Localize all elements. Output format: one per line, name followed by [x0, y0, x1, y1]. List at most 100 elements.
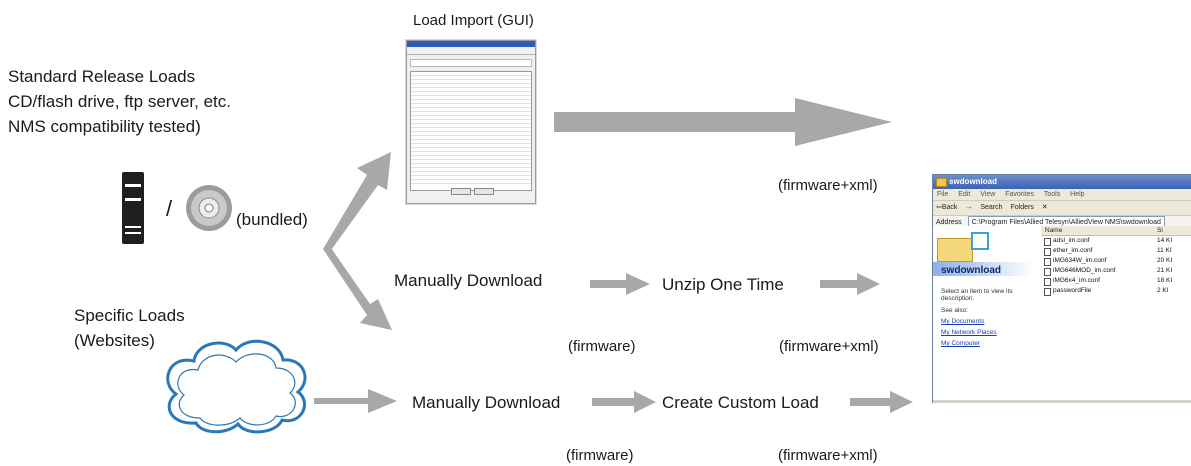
column-size[interactable]: Si	[1157, 227, 1163, 234]
thumbnail-row	[411, 88, 531, 92]
file-name: iMG6x4_im.conf	[1053, 277, 1100, 284]
server-icon	[122, 172, 144, 244]
thumbnail-row	[411, 112, 531, 116]
folder-overlay-icon	[971, 232, 989, 250]
thumbnail-row	[411, 120, 531, 124]
thumbnail-row	[411, 172, 531, 176]
search-button[interactable]: Search	[980, 204, 1003, 211]
thumbnail-row	[411, 168, 531, 172]
specific-loads-title: Specific Loads	[74, 306, 185, 325]
standard-loads-title: Standard Release Loads	[8, 67, 196, 86]
file-row[interactable]: adsl_im.conf 14 KI	[1041, 236, 1191, 246]
menu-help[interactable]: Help	[1070, 191, 1085, 198]
explorer-title-bar: swdownload	[933, 175, 1191, 189]
menu-view[interactable]: View	[980, 191, 996, 198]
load-import-label: Load Import (GUI)	[413, 12, 534, 29]
link-my-documents[interactable]: My Documents	[941, 318, 985, 325]
forward-button[interactable]: →	[965, 204, 973, 211]
arrow-to-explorer	[554, 98, 892, 146]
bundled-label: (bundled)	[236, 210, 308, 229]
thumbnail-row	[411, 96, 531, 100]
arrow-cloud-to-download	[314, 389, 397, 413]
explorer-task-pane: swdownload Select an item to view its de…	[933, 226, 1033, 403]
standard-loads-sources: CD/flash drive, ftp server, etc.	[8, 92, 231, 111]
manually-download-label-1: Manually Download	[394, 271, 543, 290]
specific-loads-subtitle: (Websites)	[74, 331, 155, 350]
load-import-gui-thumbnail	[406, 40, 536, 204]
thumbnail-row	[411, 84, 531, 88]
thumbnail-row	[411, 124, 531, 128]
folders-button[interactable]: Folders	[1010, 204, 1034, 211]
task-pane-description: Select an item to view its description.	[941, 288, 1013, 302]
file-name: ether_im.conf	[1053, 247, 1093, 254]
arrow-download-to-unzip	[590, 273, 650, 295]
file-size: 18 KI	[1157, 277, 1173, 284]
branch-to-load-import	[323, 152, 391, 253]
task-pane-title: swdownload	[941, 265, 1001, 276]
menu-file[interactable]: File	[937, 191, 949, 198]
link-my-network-places[interactable]: My Network Places	[941, 329, 997, 336]
thumbnail-row	[411, 100, 531, 104]
thumbnail-row	[411, 92, 531, 96]
thumbnail-row	[411, 140, 531, 144]
disc-icon	[186, 185, 232, 231]
file-list-header: Name Si	[1041, 226, 1191, 236]
see-also-label: See also:	[941, 307, 969, 314]
thumbnail-row	[411, 156, 531, 160]
firmware-xml-label-bottom: (firmware+xml)	[778, 447, 878, 464]
menu-favorites[interactable]: Favorites	[1005, 191, 1035, 198]
thumbnail-row	[411, 128, 531, 132]
arrow-download-to-custom	[592, 391, 656, 413]
manually-download-label-2: Manually Download	[412, 393, 561, 412]
thumbnail-row	[411, 176, 531, 180]
slash-separator: /	[166, 196, 173, 221]
explorer-title: swdownload	[949, 177, 997, 186]
menu-tools[interactable]: Tools	[1043, 191, 1061, 198]
thumbnail-row	[411, 164, 531, 168]
thumbnail-row	[411, 116, 531, 120]
file-row[interactable]: iMG646MOD_im.conf 21 KI	[1041, 266, 1191, 276]
link-my-computer[interactable]: My Computer	[941, 340, 981, 347]
back-button[interactable]: ⇦Back	[936, 204, 958, 211]
file-row[interactable]: iMG6x4_im.conf 18 KI	[1041, 276, 1191, 286]
create-custom-load-label: Create Custom Load	[662, 393, 819, 412]
firmware-label-2: (firmware)	[566, 447, 634, 464]
column-name[interactable]: Name	[1045, 227, 1063, 234]
arrow-custom-to-explorer	[850, 391, 913, 413]
file-size: 14 KI	[1157, 237, 1173, 244]
firmware-label-1: (firmware)	[568, 338, 636, 355]
firmware-xml-label-mid: (firmware+xml)	[779, 338, 879, 355]
file-size: 21 KI	[1157, 267, 1173, 274]
thumbnail-row	[411, 80, 531, 84]
branch-to-manual-download	[323, 245, 392, 330]
thumbnail-row	[411, 72, 531, 76]
explorer-body: swdownload Select an item to view its de…	[933, 226, 1191, 403]
thumbnail-row	[411, 152, 531, 156]
thumbnail-row	[411, 132, 531, 136]
large-folder-icon	[937, 238, 973, 262]
address-label: Address	[936, 219, 962, 226]
cloud-icon	[166, 339, 307, 434]
thumbnail-row	[411, 136, 531, 140]
thumbnail-row	[411, 160, 531, 164]
file-row[interactable]: passwordFile 2 KI	[1041, 286, 1191, 296]
standard-loads-note: NMS compatibility tested)	[8, 117, 201, 136]
explorer-menu-bar: File Edit View Favorites Tools Help	[933, 189, 1191, 201]
file-name: iMG646MOD_im.conf	[1053, 267, 1116, 274]
thumbnail-row	[411, 108, 531, 112]
menu-edit[interactable]: Edit	[958, 191, 971, 198]
thumbnail-row	[411, 104, 531, 108]
explorer-toolbar: ⇦Back → Search Folders ✕	[933, 201, 1191, 216]
file-name: adsl_im.conf	[1053, 237, 1090, 244]
unzip-one-time-label: Unzip One Time	[662, 275, 784, 294]
file-size: 2 KI	[1157, 287, 1169, 294]
file-name: passwordFile	[1053, 287, 1092, 294]
thumbnail-row	[411, 180, 531, 184]
delete-icon[interactable]: ✕	[1041, 204, 1048, 211]
thumbnail-row	[411, 144, 531, 148]
firmware-xml-label-top: (firmware+xml)	[778, 177, 878, 194]
